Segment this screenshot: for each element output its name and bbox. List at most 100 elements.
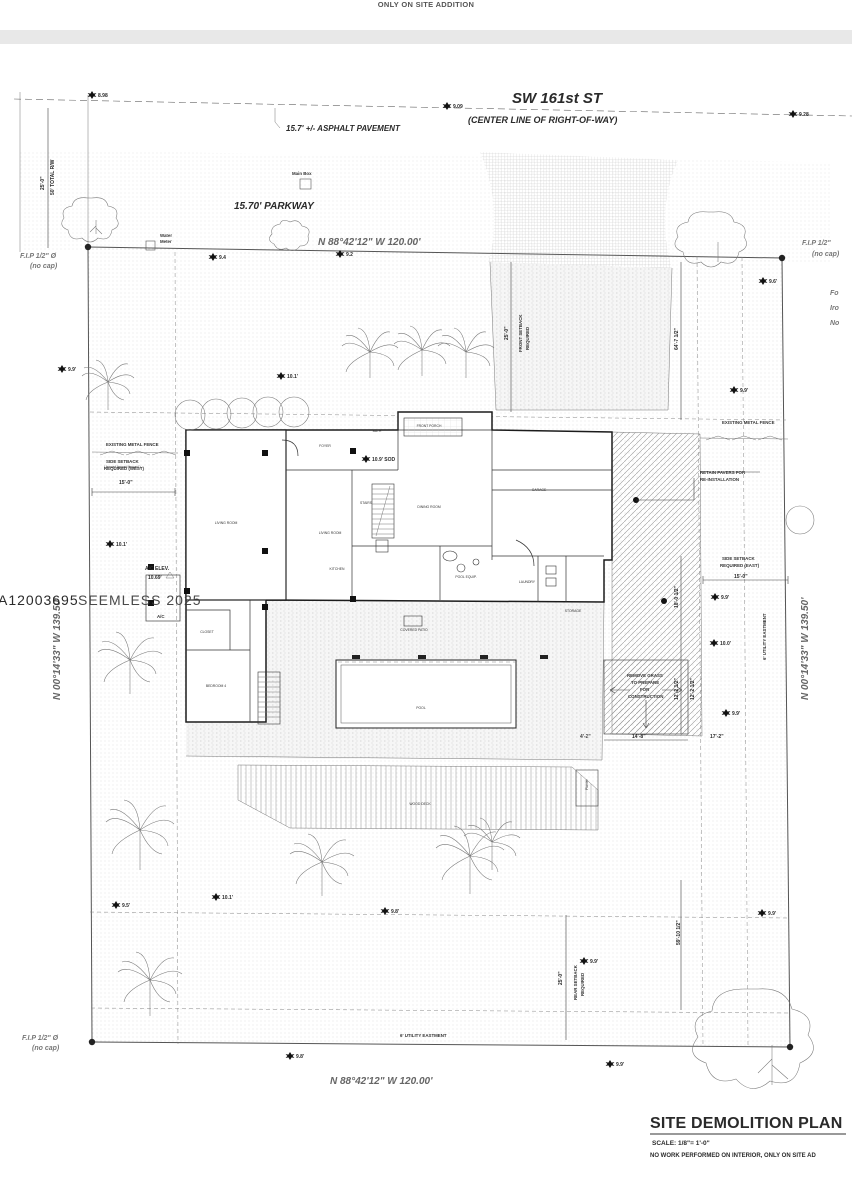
east-bearing: N 00°14'33" W 139.50' (800, 597, 811, 700)
elevation-cross-icon (285, 1052, 295, 1060)
room-label: BEDROOM 4 (206, 684, 226, 688)
hedge-row (174, 396, 310, 431)
room-label: FRONT PORCH (417, 424, 442, 428)
elevation-value: 10.9' SOD (372, 457, 396, 463)
elevation-value: 9.09 (453, 104, 463, 110)
elevation-value: 9.9' (768, 911, 776, 917)
parkway-shrub (269, 220, 310, 251)
fence-west-label: EXISTING METAL FENCE (106, 442, 159, 447)
room-label: BATH (373, 429, 382, 433)
elevation-cross-icon (211, 893, 221, 901)
palm-west-2 (97, 631, 163, 694)
deck-stairs (257, 671, 281, 725)
elevation-cross-icon (335, 250, 345, 258)
east-neighbor-note-1: Fo (830, 290, 839, 297)
retain-pavers-label-2: RE-INSTALLATION (700, 477, 739, 482)
utility-easement-east: 6' UTILITY EASTMENT (762, 613, 767, 660)
east-setback-dim: SIDE SETBACK REQUIRED (EAST) 15'-0" (702, 556, 789, 584)
water-meter: Water Meter (145, 233, 172, 251)
corner-marker-nw: F.I.P 1/2" Ø (20, 253, 57, 260)
palm-front-2 (393, 325, 451, 376)
elevation-value: 8.98 (98, 93, 108, 99)
room-label: FOYER (319, 444, 331, 448)
grass-height-dim: 12'-2 1/2" (690, 677, 696, 700)
title-block: SITE DEMOLITION PLAN SCALE: 1/8"= 1'-0" … (650, 1115, 846, 1159)
plan-note: NO WORK PERFORMED ON INTERIOR, ONLY ON S… (650, 1153, 816, 1159)
elevation-marker: 9.9' (57, 365, 76, 373)
elevation-value: 9.28 (799, 112, 809, 118)
elevation-markers: 9.4 9.2 8.98 9.09 9.28 9.6' 9.9' 9.9' 10.1' 10.1'… (57, 91, 809, 1068)
deck-planter-label: Planter (585, 778, 589, 790)
water-meter-label-2: Meter (160, 239, 172, 244)
palm-west-4 (117, 951, 183, 1016)
shrub-east (785, 505, 815, 535)
elevation-value: 9.9' (590, 959, 598, 965)
elevation-cross-icon (788, 110, 798, 118)
elevation-cross-icon (758, 277, 768, 285)
front-setback-label-1: FRONT SETBACK (518, 314, 523, 352)
corner-marker-ne: F.I.P 1/2" (802, 240, 831, 247)
row-total-dim: 50' TOTAL R/W (50, 159, 56, 195)
west-setback-dim-text: 15'-0" (119, 480, 133, 486)
room-label: STAIRS (360, 501, 373, 505)
elevation-marker: 9.5' (111, 901, 130, 909)
parkway-surface (20, 150, 832, 262)
elevation-cross-icon (579, 957, 589, 965)
elevation-cross-icon (87, 91, 97, 99)
fence-west: EXISTING METAL FENCE ( fenced fenced fen… (91, 442, 179, 469)
property-boundary (84, 243, 794, 1051)
front-setback-dim-text: 25'-0" (504, 326, 510, 340)
remove-grass-label-2: TO PREPARE (631, 680, 659, 685)
elevation-marker: 9.9' (729, 386, 748, 394)
elevation-cross-icon (105, 540, 115, 548)
room-label: CLOSET (200, 630, 214, 634)
elevation-value: 9.4 (219, 255, 226, 261)
room-label: LIVING ROOM (319, 531, 342, 535)
elevation-value: 9.9' (721, 595, 729, 601)
fence-west-sub: ( fenced fenced fenced ) (104, 465, 141, 469)
wood-deck: Planter (237, 764, 599, 831)
elevation-marker: 9.8' (380, 907, 399, 915)
ac-elev-label: A/C ELEV. (145, 566, 170, 572)
elevation-cross-icon (380, 907, 390, 915)
north-bearing: N 88°42'12" W 120.00' (318, 237, 421, 248)
top-strip (0, 0, 852, 30)
elevation-cross-icon (605, 1060, 615, 1068)
corner-marker-nw-sub: (no cap) (30, 263, 58, 270)
elevation-marker: 9.9' (579, 957, 598, 965)
elevation-cross-icon (721, 709, 731, 717)
structural-columns (148, 448, 356, 610)
elevation-marker: 9.28 (788, 110, 809, 118)
elevation-value: 9.8' (391, 909, 399, 915)
elevation-cross-icon (709, 639, 719, 647)
rear-setback-label-1: REAR SETBACK (573, 964, 578, 1000)
corner-marker-sw-sub: (no cap) (32, 1045, 60, 1052)
fence-east-label: EXISTING METAL FENCE (722, 420, 775, 425)
plan-title: SITE DEMOLITION PLAN (650, 1115, 842, 1132)
elevation-value: 9.5' (122, 903, 130, 909)
elevation-value: 9.6' (769, 279, 777, 285)
dim-east-59: 59'-10 1/2" (676, 920, 682, 945)
elevation-marker: 10.0' (709, 639, 731, 647)
room-label: STORAGE (565, 609, 582, 613)
room-label: KITCHEN (330, 567, 345, 571)
room-label: LIVING ROOM (215, 521, 238, 525)
elevation-marker: 9.9' (605, 1060, 624, 1068)
utility-easement-south: 6' UTILITY EASTMENT (400, 1033, 447, 1038)
east-dimension-string: 64'-7 1/2" 18'-0 1/2" 12'-2 1/2" 59'-10 … (674, 262, 682, 1010)
palm-front-1 (341, 327, 399, 378)
elevation-cross-icon (276, 372, 286, 380)
east-setback-label-2: REQUIRED (EAST) (720, 563, 760, 568)
elevation-value: 10.1' (116, 542, 127, 548)
elevation-marker: 9.8' (285, 1052, 304, 1060)
front-setback-dim: 25'-0" FRONT SETBACK REQUIRED (504, 262, 530, 412)
stairs (371, 483, 395, 539)
elevation-value: 9.2 (346, 252, 353, 258)
dim-east-64: 64'-7 1/2" (674, 327, 680, 350)
elevation-value: 9.9' (68, 367, 76, 373)
elevation-marker: 10.1' (276, 372, 298, 380)
remove-grass-label-4: CONSTRUCTION (628, 694, 663, 699)
